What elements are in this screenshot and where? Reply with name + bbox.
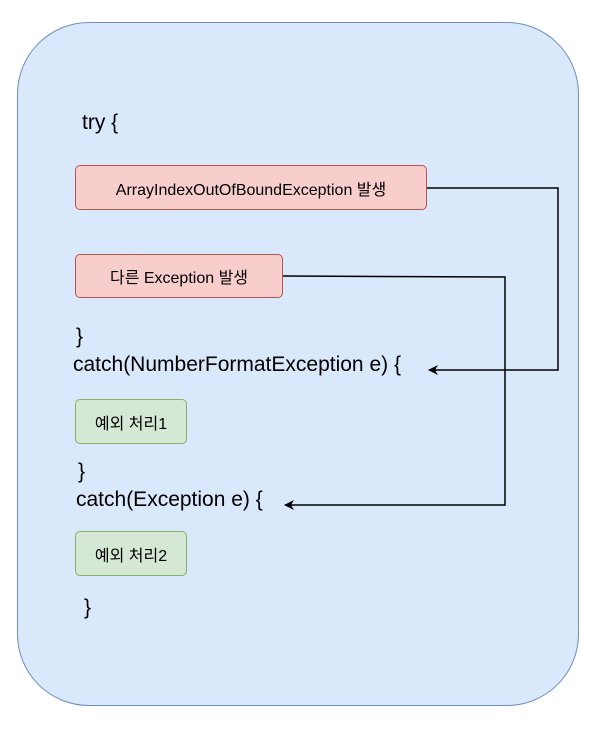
other-exception-box: 다른 Exception 발생 <box>75 254 283 298</box>
close-brace-3: } <box>84 596 92 619</box>
handler-1-box: 예외 처리1 <box>75 399 187 444</box>
array-index-exception-box: ArrayIndexOutOfBoundException 발생 <box>75 165 427 210</box>
handler-1-label: 예외 처리1 <box>94 415 168 433</box>
other-exception-label: 다른 Exception 발생 <box>109 270 249 287</box>
catch-number-format-text: catch(NumberFormatException e) { <box>73 353 401 376</box>
array-index-exception-label: ArrayIndexOutOfBoundException 발생 <box>115 181 387 199</box>
close-brace-1: } <box>76 325 84 348</box>
close-brace-2: } <box>78 460 86 483</box>
catch-exception-text: catch(Exception e) { <box>76 488 263 511</box>
handler-2-label: 예외 처리2 <box>94 547 168 565</box>
try-open-text: try { <box>82 111 119 134</box>
handler-2-box: 예외 처리2 <box>75 531 187 576</box>
